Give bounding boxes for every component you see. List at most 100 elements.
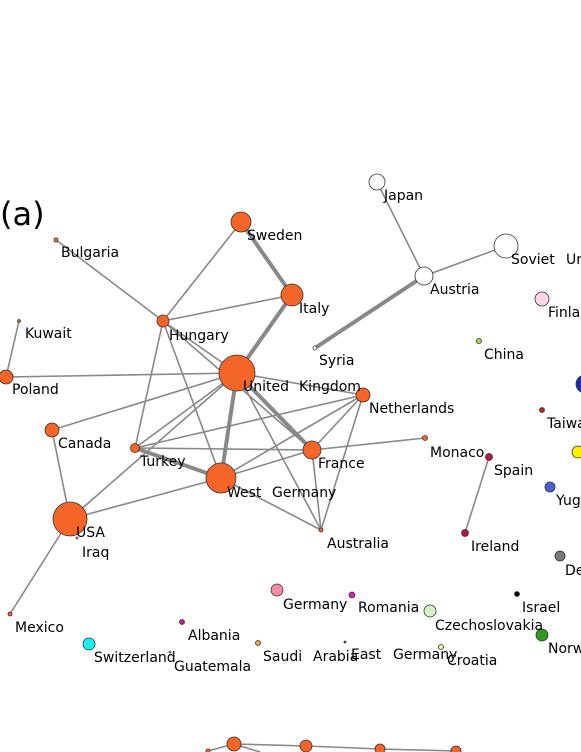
label-romania: Romania — [358, 600, 419, 616]
node-germany[interactable] — [270, 583, 284, 597]
node-japan[interactable] — [368, 173, 386, 191]
node-australia[interactable] — [318, 527, 324, 533]
partial-node-3 — [450, 745, 462, 752]
edge-usa-mexico — [9, 518, 71, 615]
partial-node-1 — [299, 739, 313, 752]
node-kuwait[interactable] — [17, 319, 21, 323]
label-saudi: Saudi — [263, 649, 302, 665]
edge-france-australia — [311, 449, 322, 531]
node-westgermany[interactable] — [205, 462, 237, 494]
partial-edge-3 — [379, 748, 457, 752]
label-albania: Albania — [188, 628, 240, 644]
edge-sweden-italy — [239, 220, 294, 297]
edge-hungary-turkey — [134, 320, 164, 449]
node-turkey[interactable] — [130, 443, 140, 453]
node-mexico[interactable] — [7, 611, 13, 617]
node-taiwan[interactable] — [539, 407, 545, 413]
node-bulgaria[interactable] — [53, 237, 59, 243]
label-japan: Japan — [383, 188, 423, 204]
edge-uk-usa — [69, 372, 238, 520]
edges — [5, 181, 507, 752]
edge-bulgaria-hungary — [55, 239, 164, 322]
label-spain: Spain — [494, 463, 533, 479]
node-italy[interactable] — [280, 283, 304, 307]
node-soviet[interactable] — [493, 233, 519, 259]
node-syria[interactable] — [312, 345, 318, 351]
node-czech[interactable] — [423, 604, 437, 618]
edge-austria-syria — [313, 274, 426, 350]
edge-turkey-france — [134, 447, 313, 451]
label-arabia: Arabia — [313, 649, 358, 665]
edge-hungary-westgermany — [162, 320, 222, 479]
node-iraq[interactable] — [75, 536, 79, 540]
edge-sweden-hungary — [162, 221, 242, 322]
node-norway[interactable] — [535, 628, 549, 642]
node-sweden[interactable] — [230, 211, 252, 233]
node-romania[interactable] — [348, 591, 356, 599]
label-monaco: Monaco — [430, 445, 484, 461]
node-canada[interactable] — [44, 422, 60, 438]
node-guatemala[interactable] — [168, 650, 172, 654]
label-switzerland: Switzerland — [94, 650, 176, 666]
node-saudi[interactable] — [255, 640, 261, 646]
node-yugoslavia[interactable] — [544, 481, 556, 493]
node-china[interactable] — [476, 338, 482, 344]
node-spain[interactable] — [485, 453, 493, 461]
node-france[interactable] — [302, 440, 322, 460]
node-ireland[interactable] — [461, 529, 469, 537]
edge-westgermany-usa — [69, 477, 222, 520]
partial-node-2 — [374, 743, 386, 752]
label-denmark: De — [565, 563, 581, 579]
node-switzerland[interactable] — [82, 637, 96, 651]
edge-kuwait-poland — [5, 320, 20, 378]
label-taiwan: Taiwa — [546, 416, 581, 432]
edge-uk-canada — [51, 372, 238, 431]
node-edge_yellow[interactable] — [571, 445, 581, 459]
node-croatia[interactable] — [438, 644, 444, 650]
edge-poland-uk — [5, 372, 238, 378]
partial-edge-2 — [305, 745, 381, 750]
edge-italy-hungary — [162, 294, 293, 322]
panel-label: (a) — [0, 195, 45, 233]
label-eastgermany: East — [351, 647, 382, 663]
edge-netherlands-turkey — [134, 394, 364, 449]
edge-netherlands-australia — [320, 394, 364, 531]
edge-soviet-austria — [423, 245, 507, 277]
node-hungary[interactable] — [156, 314, 170, 328]
edge-spain-ireland — [464, 456, 490, 534]
partial-node-0 — [226, 736, 242, 752]
label-canada: Canada — [58, 436, 111, 452]
label-usa: USA — [76, 525, 105, 541]
label-turkey: Turkey — [139, 454, 186, 470]
node-finland[interactable] — [534, 291, 550, 307]
label-hungary: Hungary — [169, 328, 229, 344]
label-australia: Australia — [327, 536, 389, 552]
partial-edge-1 — [233, 743, 307, 747]
node-uk[interactable] — [218, 354, 256, 392]
node-poland[interactable] — [0, 369, 14, 385]
node-monaco[interactable] — [422, 435, 428, 441]
label-norway: Norw — [548, 641, 581, 657]
node-netherlands[interactable] — [355, 387, 371, 403]
edge-netherlands-france — [311, 394, 364, 451]
node-israel[interactable] — [514, 591, 520, 597]
node-denmark[interactable] — [554, 550, 566, 562]
node-usa[interactable] — [52, 501, 88, 537]
label-kuwait: Kuwait — [25, 326, 72, 342]
label-eastgermany2: Germany — [393, 647, 457, 663]
label-netherlands: Netherlands — [369, 401, 454, 417]
node-austria[interactable] — [414, 266, 434, 286]
label-guatemala: Guatemala — [174, 659, 251, 675]
node-edge_blue[interactable] — [575, 375, 581, 393]
label-westgermany: West — [227, 485, 262, 501]
label-austria: Austria — [430, 282, 479, 298]
node-arabia[interactable] — [343, 640, 347, 644]
edge-westgermany-australia — [220, 477, 322, 531]
label-finland: Finla — [548, 305, 580, 321]
label-uk: United — [243, 379, 289, 395]
node-albania[interactable] — [179, 619, 185, 625]
edge-japan-austria — [376, 181, 425, 277]
label-iraq: Iraq — [82, 545, 109, 561]
edge-france-westgermany — [220, 449, 313, 479]
